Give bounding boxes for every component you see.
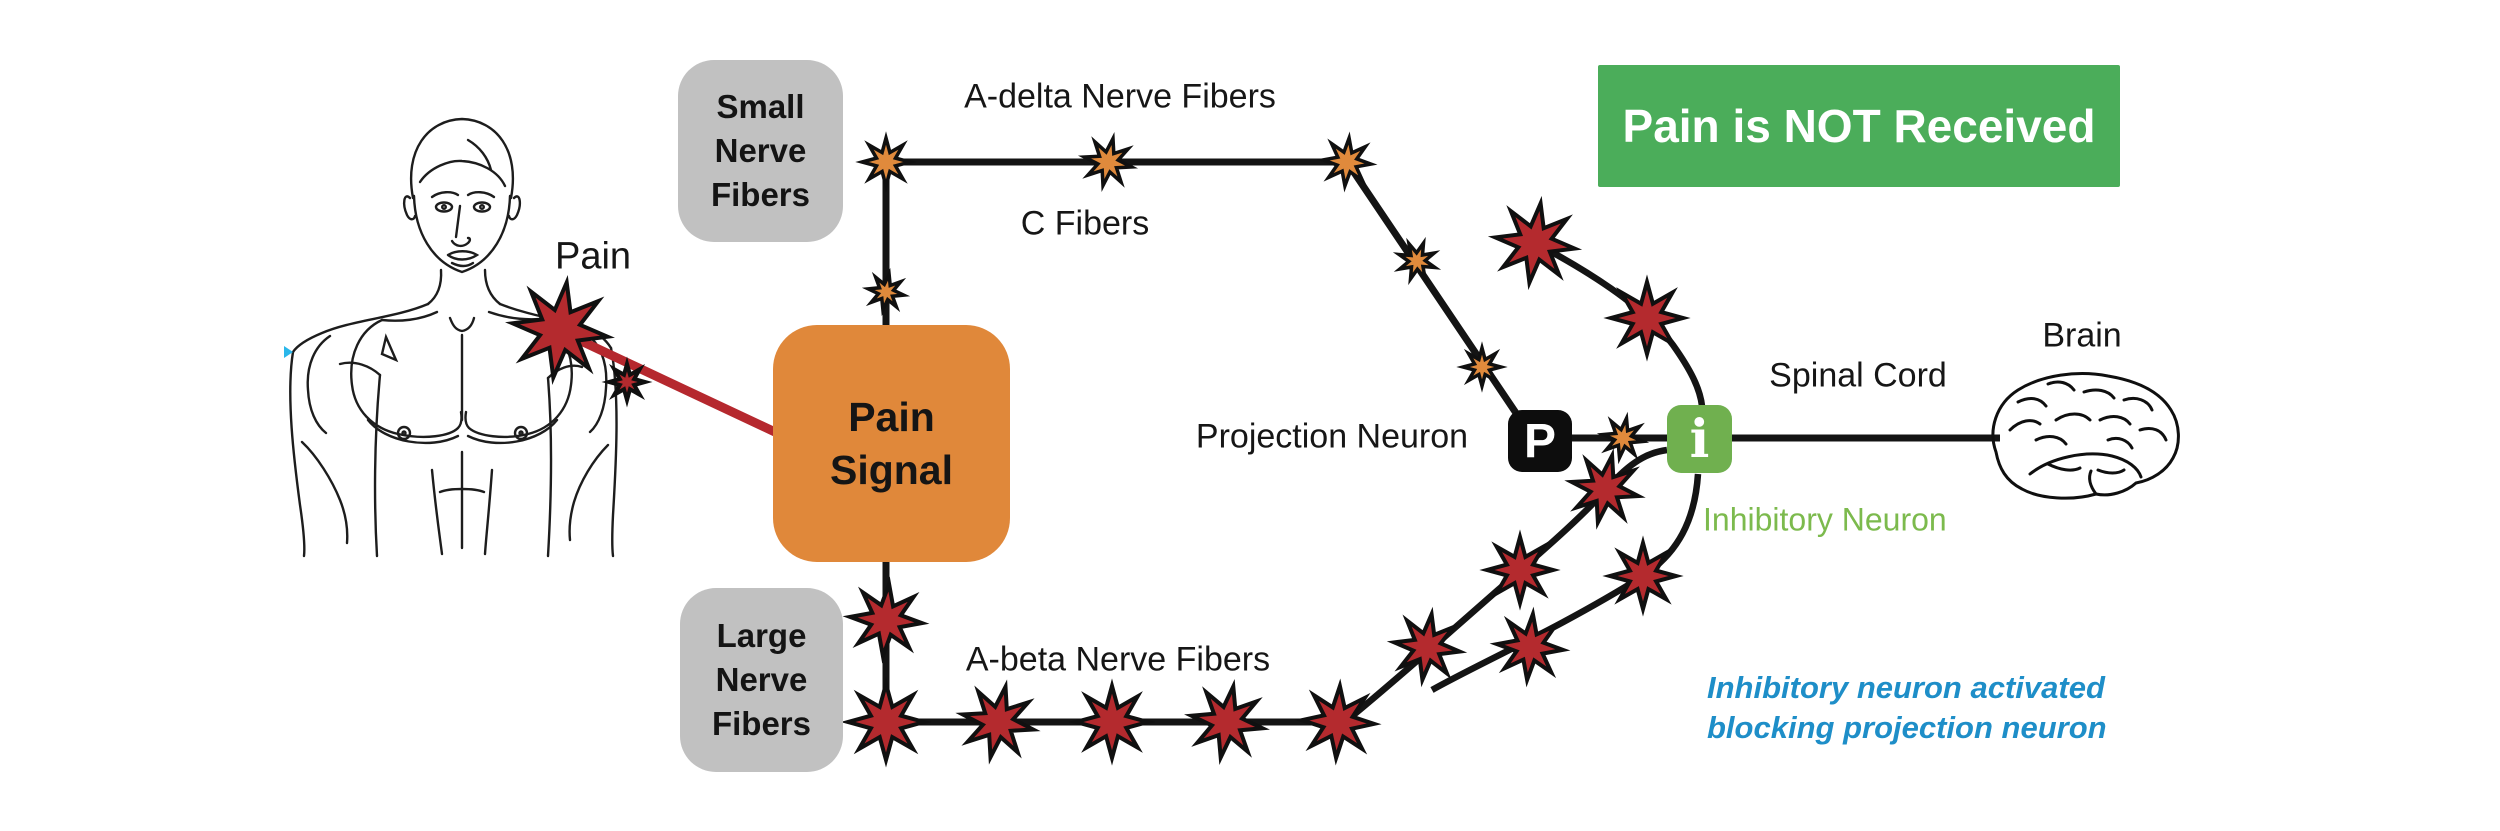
- inhibitory-neuron-label: Inhibitory Neuron: [1703, 501, 1947, 538]
- blocked-orange-starburst: [1596, 411, 1650, 465]
- small-fiber-starburst: [855, 131, 917, 193]
- small-fiber-starburst: [1077, 131, 1139, 193]
- blocked-red-starburst: [1487, 195, 1583, 291]
- brain-label: Brain: [2042, 316, 2122, 355]
- pain-signal-line1: Pain: [848, 393, 935, 440]
- large-nerve-fibers-box: Large Nerve Fibers: [680, 588, 843, 772]
- large-fiber-starburst: [955, 679, 1041, 765]
- blue-cursor-artifact-icon: [284, 346, 293, 358]
- small-nerve-fibers-line: Fibers: [710, 176, 811, 213]
- small-nerve-fibers-line: Small: [716, 88, 805, 125]
- banner-text: Pain is NOT Received: [1622, 100, 2096, 152]
- small-nerve-fibers-line: Nerve: [714, 132, 807, 169]
- signal-starbursts: [505, 131, 1691, 768]
- spinal-cord-label: Spinal Cord: [1769, 356, 1947, 395]
- pain-signal-box: Pain Signal: [773, 325, 1010, 562]
- pain-not-received-banner: Pain is NOT Received: [1598, 65, 2120, 187]
- large-fiber-starburst: [1564, 448, 1646, 530]
- blocked-red-starburst: [1603, 274, 1691, 362]
- large-fiber-starburst: [1184, 679, 1270, 765]
- brain-drawing: [1991, 372, 2180, 500]
- annotation-text: Inhibitory neuron activated blocking pro…: [1707, 668, 2107, 748]
- pain-label: Pain: [554, 235, 632, 278]
- large-fiber-starburst: [1294, 678, 1382, 766]
- large-nerve-fibers-line: Fibers: [711, 705, 812, 742]
- annotation-line1: Inhibitory neuron activated: [1707, 670, 2105, 705]
- projection-node-letter: P: [1523, 414, 1556, 468]
- small-nerve-fibers-box: Small Nerve Fibers: [678, 60, 843, 242]
- c-fibers-label: C Fibers: [1020, 204, 1150, 243]
- small-fiber-starburst: [861, 267, 911, 317]
- large-fiber-starburst: [1068, 678, 1156, 766]
- blocked-signal-top-arc: [1533, 240, 1706, 407]
- large-nerve-fibers-line: Nerve: [715, 661, 808, 698]
- pain-signal-small-starburst: [601, 356, 653, 408]
- a-delta-label: A-delta Nerve Fibers: [964, 77, 1276, 116]
- a-beta-inner-arc: [1342, 446, 1668, 725]
- pain-signal-line: [557, 327, 780, 437]
- large-fiber-starburst: [1479, 529, 1561, 611]
- inhibitory-neuron-node: i: [1667, 405, 1732, 473]
- large-nerve-fibers-line: Large: [716, 617, 807, 654]
- a-beta-label: A-beta Nerve Fibers: [965, 640, 1271, 679]
- large-fiber-starburst: [1489, 606, 1571, 688]
- large-fiber-starburst: [842, 576, 930, 664]
- small-fiber-starburst: [1316, 131, 1378, 193]
- projection-neuron-node: P: [1508, 410, 1572, 472]
- small-fiber-starburst: [1392, 236, 1442, 286]
- inhibitory-node-letter: i: [1689, 408, 1710, 470]
- projection-neuron-label: Projection Neuron: [1195, 417, 1469, 456]
- annotation-line2: blocking projection neuron: [1707, 710, 2107, 745]
- large-fiber-starburst: [1386, 606, 1468, 688]
- pain-site-starburst: [505, 275, 615, 385]
- large-fiber-starburst: [1602, 535, 1684, 617]
- small-fiber-starburst: [1456, 341, 1508, 393]
- pain-signal-line2: Signal: [829, 446, 954, 493]
- large-fiber-starburst: [840, 676, 932, 768]
